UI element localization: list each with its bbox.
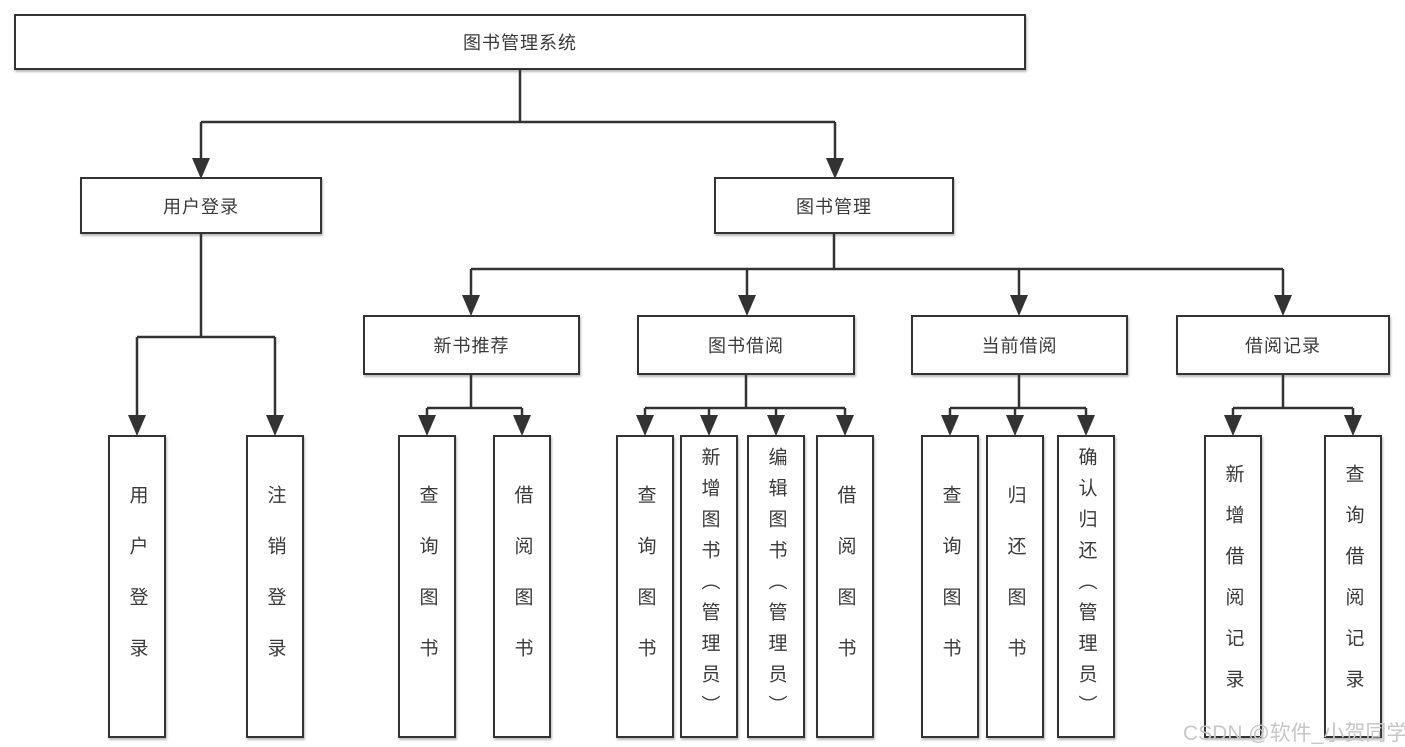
leaf-label: 新增图书（管理员） bbox=[698, 447, 720, 726]
leaf-label: 新增借阅记录 bbox=[1222, 463, 1244, 710]
leaf-borrow-query-books: 查询图书 bbox=[616, 435, 674, 738]
node-label: 用户登录 bbox=[163, 196, 239, 217]
leaf-label: 借阅图书 bbox=[834, 484, 856, 689]
node-label: 新书推荐 bbox=[433, 336, 510, 356]
leaf-record-add-borrow-record: 新增借阅记录 bbox=[1204, 435, 1262, 738]
node-label: 图书借阅 bbox=[708, 336, 784, 356]
leaf-borrow-edit-books-admin: 编辑图书（管理员） bbox=[747, 435, 805, 738]
leaf-current-return-books: 归还图书 bbox=[986, 435, 1044, 738]
node-label: 图书管理 bbox=[796, 196, 872, 217]
leaf-label: 借阅图书 bbox=[511, 484, 533, 689]
leaf-label: 归还图书 bbox=[1004, 484, 1026, 689]
node-book-management: 图书管理 bbox=[714, 177, 954, 234]
node-label: 当前借阅 bbox=[981, 336, 1058, 356]
leaf-label: 查询借阅记录 bbox=[1342, 463, 1364, 710]
leaf-borrow-add-books-admin: 新增图书（管理员） bbox=[680, 435, 738, 738]
csdn-watermark: CSDN @软件_小贺同学 bbox=[1183, 722, 1405, 745]
leaf-label: 查询图书 bbox=[939, 484, 961, 689]
leaf-label: 查询图书 bbox=[634, 484, 656, 689]
leaf-user-login: 用户登录 bbox=[108, 435, 166, 738]
node-borrow-records: 借阅记录 bbox=[1176, 315, 1390, 375]
leaf-current-confirm-return-admin: 确认归还（管理员） bbox=[1057, 435, 1115, 738]
leaf-label: 确认归还（管理员） bbox=[1075, 447, 1097, 726]
node-label: 图书管理系统 bbox=[463, 33, 577, 53]
node-new-book-recommend: 新书推荐 bbox=[363, 315, 580, 375]
leaf-label: 编辑图书（管理员） bbox=[765, 447, 787, 726]
leaf-newbook-borrow-books: 借阅图书 bbox=[493, 435, 551, 738]
leaf-newbook-query-books: 查询图书 bbox=[398, 435, 456, 738]
leaf-logout-login: 注销登录 bbox=[246, 435, 304, 738]
leaf-label: 用户登录 bbox=[126, 484, 148, 689]
node-label: 借阅记录 bbox=[1245, 336, 1321, 356]
leaf-record-query-borrow-record: 查询借阅记录 bbox=[1324, 435, 1382, 738]
node-library-management-system: 图书管理系统 bbox=[14, 14, 1026, 70]
leaf-label: 查询图书 bbox=[416, 484, 438, 689]
leaf-label: 注销登录 bbox=[264, 484, 286, 689]
leaf-current-query-books: 查询图书 bbox=[921, 435, 979, 738]
node-user-login: 用户登录 bbox=[80, 177, 322, 234]
node-book-borrow: 图书借阅 bbox=[637, 315, 855, 375]
node-current-borrow: 当前借阅 bbox=[911, 315, 1128, 375]
leaf-borrow-borrow-books: 借阅图书 bbox=[816, 435, 874, 738]
